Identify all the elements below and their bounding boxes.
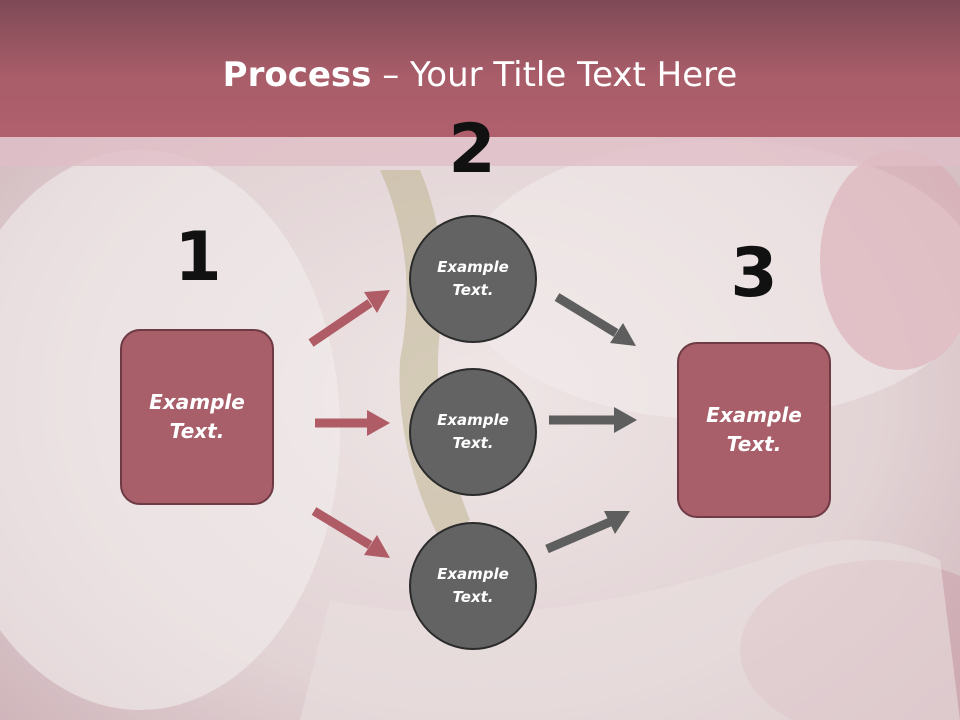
- step-number-1: 1: [174, 218, 222, 297]
- arrow-from-middle-circle: [549, 407, 637, 433]
- title-separator: –: [371, 55, 411, 95]
- process-circle-middle: Example Text.: [409, 368, 537, 496]
- step-box-3-label: Example Text.: [706, 403, 802, 456]
- arrow-from-top-circle: [554, 293, 636, 346]
- process-circle-bottom-label: Example Text.: [437, 565, 509, 606]
- step-box-1: Example Text.: [120, 329, 274, 505]
- title-bold: Process: [222, 55, 372, 95]
- banner-strip: [0, 137, 960, 166]
- step-box-1-label: Example Text.: [149, 390, 245, 443]
- process-circle-bottom: Example Text.: [409, 522, 537, 650]
- process-circle-top-label: Example Text.: [437, 258, 509, 299]
- arrow-to-bottom-circle: [311, 507, 390, 558]
- title-banner: [0, 0, 960, 137]
- step-number-3: 3: [730, 234, 778, 313]
- process-circle-top: Example Text.: [409, 215, 537, 343]
- arrow-to-middle-circle: [315, 410, 390, 436]
- arrow-from-bottom-circle: [545, 511, 630, 554]
- title-rest: Your Title Text Here: [410, 55, 738, 95]
- step-box-3: Example Text.: [677, 342, 831, 518]
- step-number-2: 2: [448, 110, 496, 189]
- slide-title: Process – Your Title Text Here: [0, 52, 960, 98]
- process-circle-middle-label: Example Text.: [437, 411, 509, 452]
- arrow-to-top-circle: [308, 290, 390, 347]
